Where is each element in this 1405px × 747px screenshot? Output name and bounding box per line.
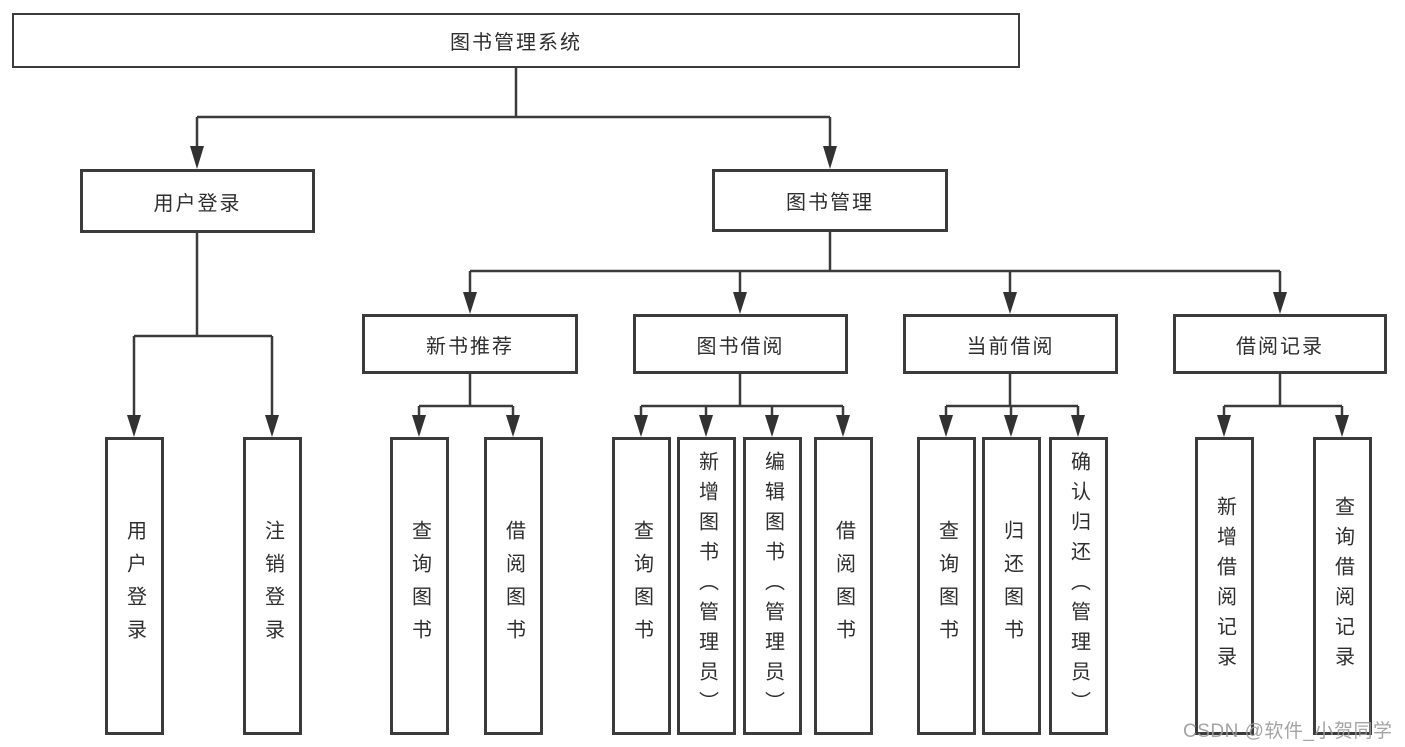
node-library-management-system: 图书管理系统	[12, 13, 1020, 68]
node-label: 借阅记录	[1236, 335, 1324, 358]
node-label: 新增图书（管理员）	[695, 451, 718, 721]
node-label: 编辑图书（管理员）	[761, 451, 784, 721]
node-borrow-books-leaf: 借阅图书	[814, 437, 873, 735]
node-label: 借阅图书	[502, 520, 525, 652]
node-user-login-module: 用户登录	[80, 169, 315, 233]
node-add-book-admin: 新增图书（管理员）	[677, 437, 736, 735]
node-label: 当前借阅	[966, 335, 1055, 358]
node-label: 图书管理系统	[450, 32, 582, 54]
node-label: 图书管理	[786, 192, 874, 214]
node-label: 查询图书	[630, 520, 653, 652]
node-label: 图书借阅	[696, 335, 785, 358]
node-confirm-return-admin: 确认归还（管理员）	[1049, 437, 1108, 735]
node-label: 新增借阅记录	[1213, 496, 1236, 676]
node-label: 借阅图书	[832, 520, 855, 652]
node-add-borrow-record: 新增借阅记录	[1195, 437, 1254, 735]
node-label: 查询图书	[935, 520, 958, 652]
node-label: 新书推荐	[426, 335, 514, 358]
node-label: 确认归还（管理员）	[1067, 451, 1090, 721]
node-label: 查询借阅记录	[1331, 496, 1354, 676]
csdn-watermark: CSDN @软件_小贺同学	[1183, 721, 1393, 742]
node-logout: 注销登录	[243, 437, 302, 735]
node-return-book: 归还图书	[982, 437, 1041, 735]
node-new-book-recommend: 新书推荐	[362, 314, 578, 374]
node-book-management: 图书管理	[712, 169, 948, 232]
node-borrow-records: 借阅记录	[1173, 314, 1387, 374]
node-current-borrow: 当前借阅	[903, 314, 1118, 374]
node-book-borrow: 图书借阅	[633, 314, 848, 374]
node-label: 注销登录	[261, 520, 284, 652]
node-borrow-books-recommend: 借阅图书	[484, 437, 543, 735]
node-query-books-borrow: 查询图书	[612, 437, 671, 735]
node-label: 查询图书	[408, 520, 431, 652]
node-label: 用户登录	[153, 192, 242, 215]
node-query-borrow-record: 查询借阅记录	[1313, 437, 1372, 735]
node-label: 用户登录	[123, 520, 146, 652]
node-query-books-recommend: 查询图书	[390, 437, 449, 735]
node-label: 归还图书	[1000, 520, 1023, 652]
node-edit-book-admin: 编辑图书（管理员）	[743, 437, 802, 735]
node-user-login-leaf: 用户登录	[105, 437, 164, 735]
node-query-books-current: 查询图书	[917, 437, 976, 735]
